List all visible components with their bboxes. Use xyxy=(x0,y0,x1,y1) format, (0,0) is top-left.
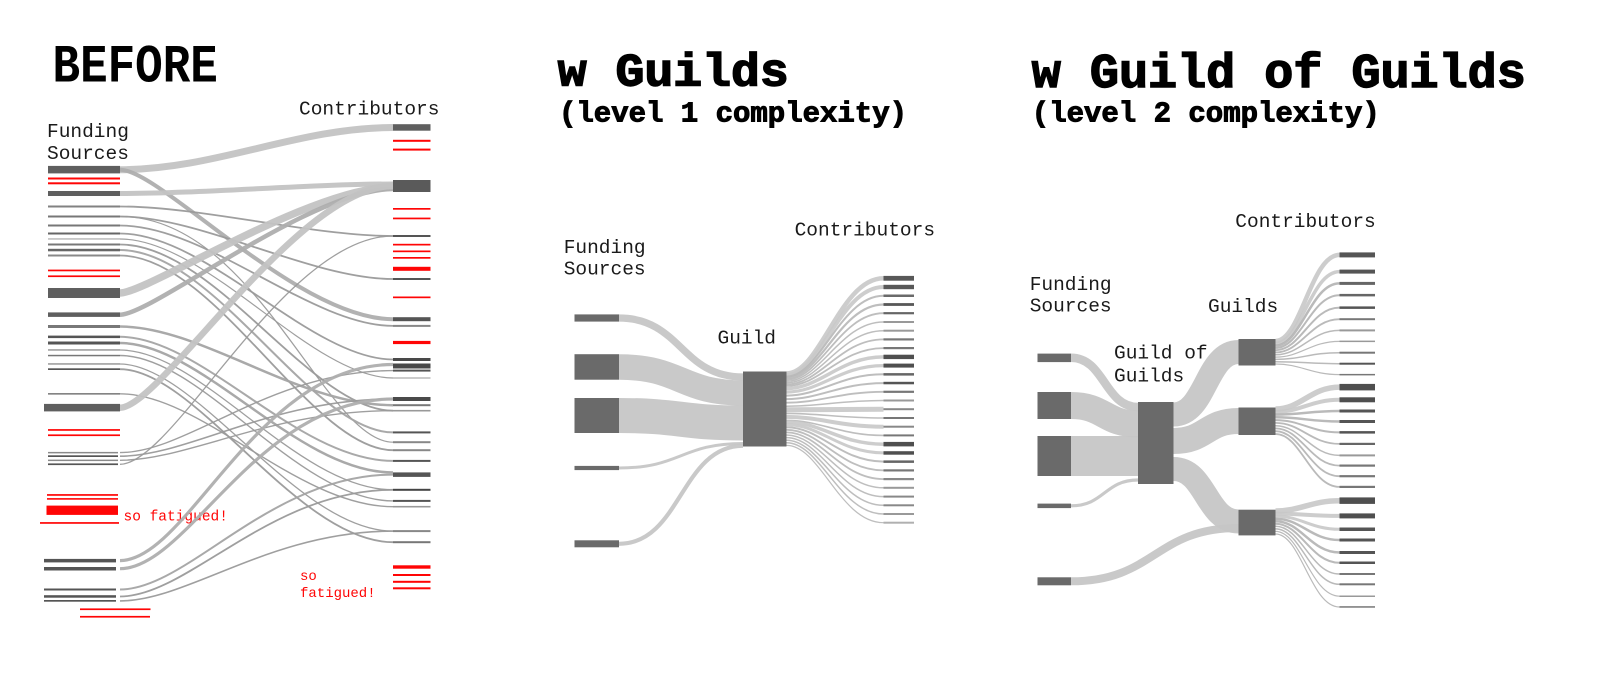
svg-text:fatigued!: fatigued! xyxy=(300,586,376,602)
svg-text:w Guild of Guilds: w Guild of Guilds xyxy=(1032,48,1526,102)
svg-text:Guild: Guild xyxy=(718,328,777,350)
svg-text:Funding: Funding xyxy=(564,237,646,259)
svg-text:Funding: Funding xyxy=(1030,274,1112,296)
svg-text:Guilds: Guilds xyxy=(1208,296,1278,318)
svg-text:BEFORE: BEFORE xyxy=(53,37,218,98)
svg-text:Contributors: Contributors xyxy=(795,220,935,242)
svg-text:Sources: Sources xyxy=(564,259,646,281)
svg-text:Sources: Sources xyxy=(47,143,129,165)
svg-text:Funding: Funding xyxy=(47,121,129,143)
svg-text:so: so xyxy=(300,569,317,585)
svg-text:Guilds: Guilds xyxy=(1114,366,1184,388)
svg-text:Guild of: Guild of xyxy=(1114,343,1208,365)
svg-text:Contributors: Contributors xyxy=(299,99,439,121)
svg-text:(level 1 complexity): (level 1 complexity) xyxy=(559,98,907,131)
svg-text:so fatigued!: so fatigued! xyxy=(124,510,228,526)
svg-text:Sources: Sources xyxy=(1030,296,1112,318)
svg-text:(level 2 complexity): (level 2 complexity) xyxy=(1032,98,1380,131)
svg-text:Contributors: Contributors xyxy=(1235,211,1375,233)
svg-text:w Guilds: w Guilds xyxy=(558,48,789,100)
